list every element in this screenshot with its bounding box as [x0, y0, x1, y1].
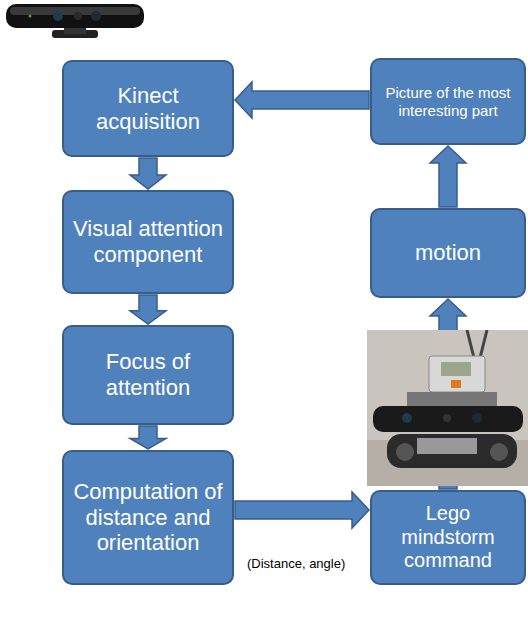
block-arrow [430, 146, 466, 207]
process-box: Visual attention component [62, 190, 234, 294]
box-text: Picture of the most interesting part [380, 84, 516, 119]
block-arrow [235, 82, 369, 118]
box-text: Focus of attention [72, 349, 224, 401]
edge-label: (Distance, angle) [245, 556, 347, 571]
process-box: Picture of the most interesting part [370, 58, 526, 145]
block-arrow [130, 426, 166, 449]
box-text: Computation of distance and orientation [72, 479, 224, 557]
box-text: Lego mindstorm command [380, 502, 516, 573]
box-text: Kinect acquisition [72, 83, 224, 135]
box-text: motion [415, 240, 481, 266]
box-text: Visual attention component [72, 216, 224, 268]
process-box: motion [370, 208, 526, 298]
block-arrow [130, 295, 166, 324]
process-box: Focus of attention [62, 325, 234, 425]
process-box: Kinect acquisition [62, 60, 234, 157]
block-arrow [130, 158, 166, 189]
kinect-sensor-picture [0, 0, 150, 46]
block-arrow [235, 492, 369, 528]
process-box: Lego mindstorm command [370, 490, 526, 585]
lego-robot-picture [367, 330, 528, 486]
process-box: Computation of distance and orientation [62, 450, 234, 585]
